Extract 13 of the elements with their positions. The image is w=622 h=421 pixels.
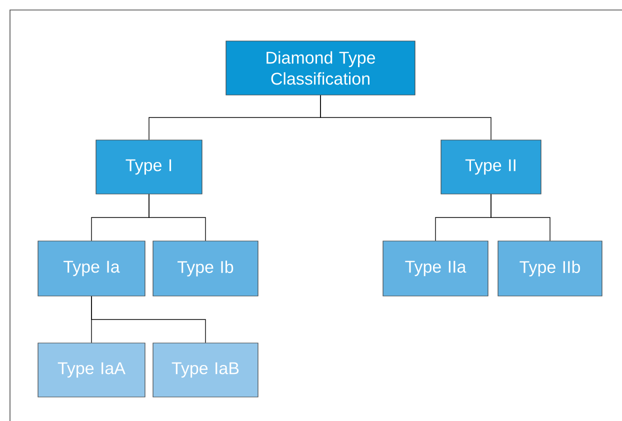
connector-line <box>91 296 206 344</box>
class-box: Type IIa <box>382 240 488 296</box>
class-box: Type II <box>440 140 542 194</box>
connector-line <box>320 94 492 140</box>
connector-line <box>490 194 550 242</box>
connector-line <box>148 194 206 242</box>
class-box: Diamond Type Classification <box>226 40 416 96</box>
class-box: Type Ia <box>38 240 146 296</box>
class-box: Type I <box>96 140 202 194</box>
class-box: Type IaA <box>38 342 146 398</box>
class-box: Type IaB <box>152 342 258 398</box>
class-box: Type Ib <box>152 240 258 296</box>
class-box: Type IIb <box>498 240 602 296</box>
